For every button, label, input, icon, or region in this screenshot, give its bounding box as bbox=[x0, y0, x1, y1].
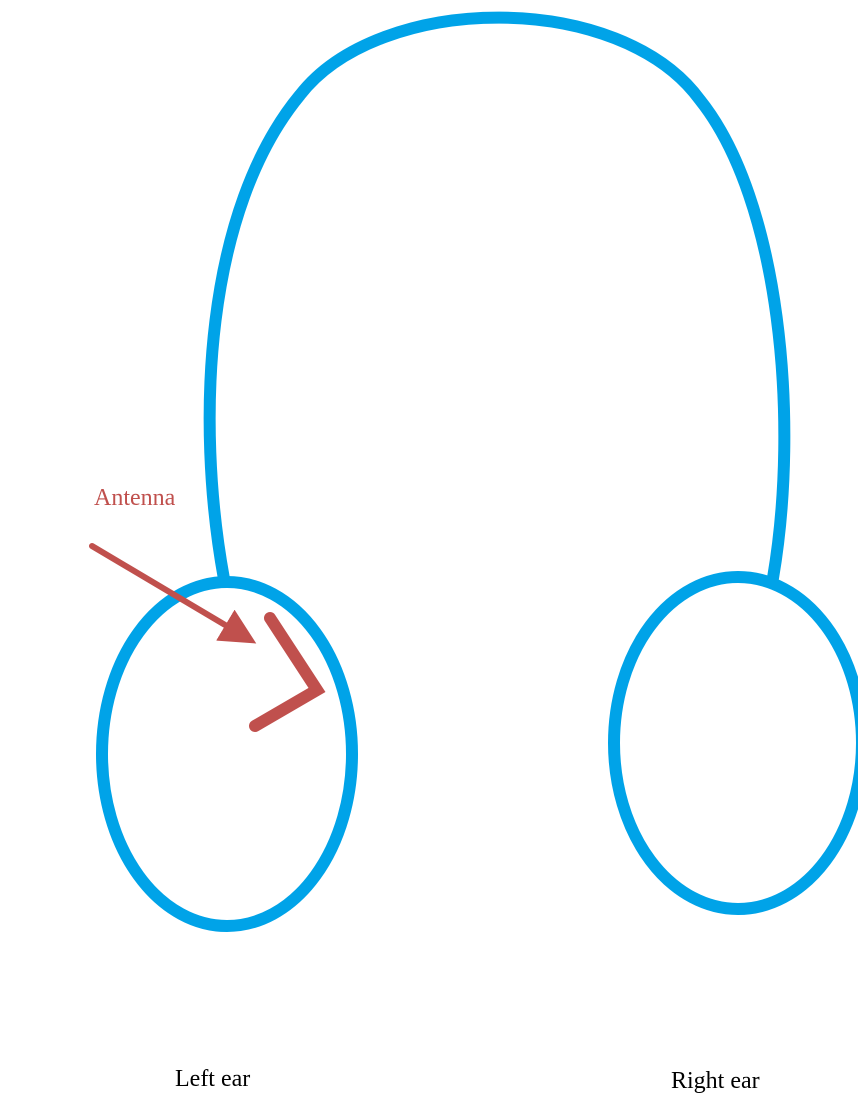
right-earcup bbox=[614, 577, 858, 909]
left-earcup bbox=[102, 582, 352, 926]
right-ear-label: Right ear bbox=[671, 1069, 760, 1093]
antenna-icon bbox=[255, 618, 317, 726]
headband bbox=[210, 18, 785, 579]
left-ear-label: Left ear bbox=[175, 1067, 250, 1091]
antenna-label: Antenna bbox=[94, 486, 175, 510]
